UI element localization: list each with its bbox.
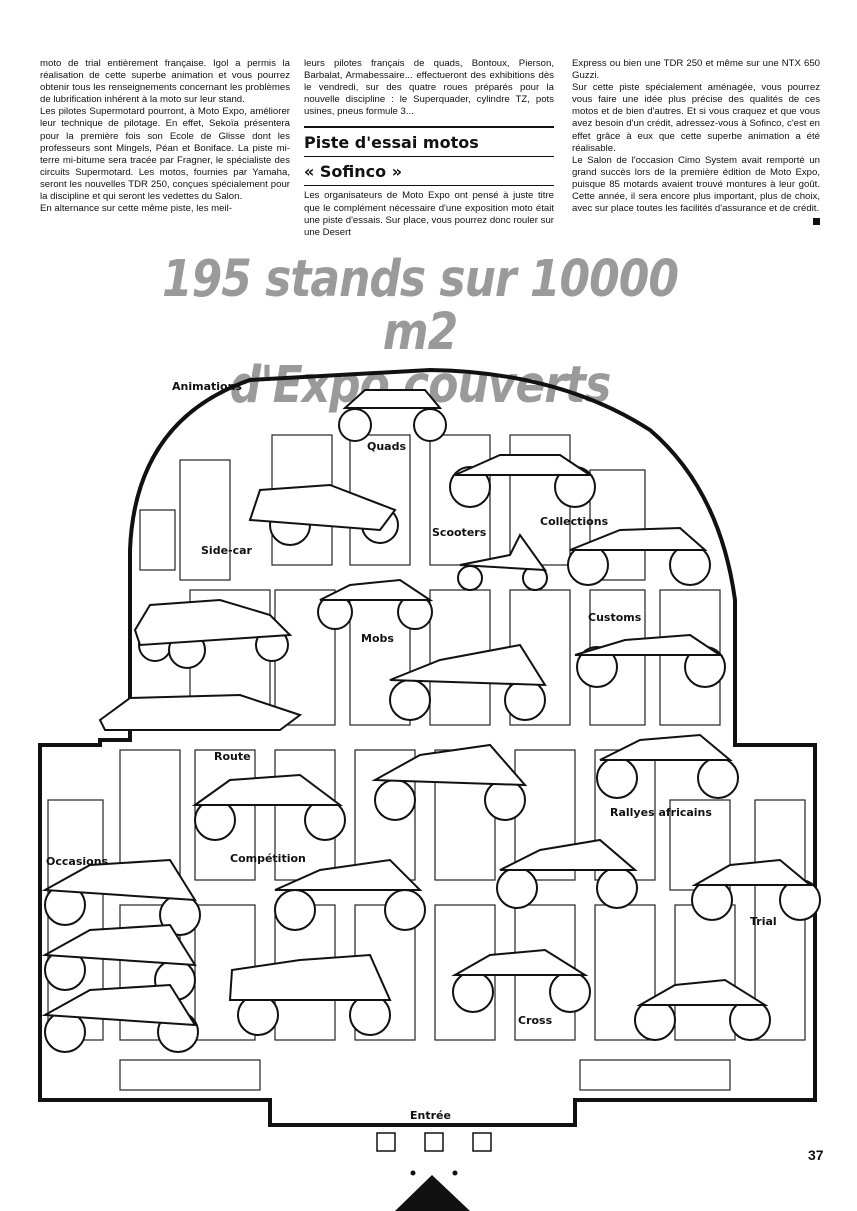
paragraph: En alternance sur cette même piste, les … bbox=[40, 203, 232, 215]
dot bbox=[410, 1170, 416, 1176]
stand bbox=[119, 1059, 261, 1091]
end-square-icon bbox=[813, 218, 820, 226]
motorcycle-icon bbox=[389, 643, 547, 721]
moped-icon bbox=[317, 578, 434, 630]
heading-rule bbox=[304, 156, 554, 158]
text-column-1: moto de trial entièrement française. Igo… bbox=[40, 58, 290, 215]
motorcycle-icon bbox=[567, 526, 711, 586]
cross-motorcycle-icon bbox=[451, 948, 591, 1013]
paragraph: Les organisateurs de Moto Expo ont pensé… bbox=[304, 190, 554, 238]
label-cross: Cross bbox=[518, 1014, 553, 1027]
paragraph: leurs pilotes français de quads, Bontoux… bbox=[304, 58, 554, 118]
entrance-door bbox=[424, 1132, 444, 1152]
label-scooters: Scooters bbox=[432, 526, 487, 539]
road-motorcycle-icon bbox=[191, 773, 346, 841]
label-entree: Entrée bbox=[410, 1109, 451, 1122]
rally-motorcycle-icon bbox=[596, 733, 739, 799]
stand bbox=[579, 1059, 731, 1091]
entrance-door bbox=[376, 1132, 396, 1152]
trial-motorcycle-icon bbox=[691, 858, 821, 921]
label-occasions: Occasions bbox=[46, 855, 109, 868]
competition-motorcycle-icon bbox=[274, 858, 426, 931]
label-trial: Trial bbox=[750, 915, 777, 928]
label-animations: Animations bbox=[172, 380, 242, 393]
headline-line-1: 195 stands sur 10000 m2 bbox=[161, 250, 679, 362]
label-customs: Customs bbox=[588, 611, 642, 624]
entrance-arrow-icon bbox=[395, 1175, 470, 1211]
paragraph: moto de trial entièrement française. Igo… bbox=[40, 58, 290, 106]
section-heading: Piste d'essai motos bbox=[304, 133, 479, 153]
scooter-icon bbox=[457, 533, 548, 591]
motorcycle-icon bbox=[449, 454, 596, 508]
label-mobs: Mobs bbox=[361, 632, 394, 645]
label-competition: Compétition bbox=[230, 852, 306, 865]
paragraph: Les pilotes Supermotard pourront, à Moto… bbox=[40, 106, 290, 203]
stand bbox=[674, 904, 736, 1041]
text-column-2: leurs pilotes français de quads, Bontoux… bbox=[304, 58, 554, 239]
paragraph: Le Salon de l'occasion Cimo System avait… bbox=[572, 154, 820, 226]
occasion-motorcycles-icon bbox=[41, 858, 201, 1053]
motorcycle-illustrations bbox=[41, 389, 821, 1053]
stand bbox=[139, 509, 176, 571]
streamliner-icon bbox=[98, 693, 303, 731]
trial-motorcycle-icon bbox=[634, 978, 771, 1041]
label-route: Route bbox=[214, 750, 251, 763]
paragraph: Express ou bien une TDR 250 et même sur … bbox=[572, 58, 820, 82]
quad-icon bbox=[338, 389, 447, 442]
motorcycle-icon bbox=[496, 838, 638, 909]
section-rule bbox=[304, 126, 554, 129]
page-number: 37 bbox=[808, 1147, 824, 1163]
stand bbox=[589, 469, 646, 581]
sidecar-car-icon bbox=[133, 598, 293, 669]
custom-motorcycle-icon bbox=[574, 633, 726, 688]
sport-motorcycle-icon bbox=[371, 743, 528, 821]
touring-motorcycle-icon bbox=[228, 953, 392, 1036]
label-collections: Collections bbox=[540, 515, 609, 528]
hall-outline bbox=[38, 367, 817, 1127]
stand bbox=[179, 459, 231, 581]
heading-rule bbox=[304, 185, 554, 187]
label-side-car: Side-car bbox=[201, 544, 253, 557]
dot bbox=[452, 1170, 458, 1176]
paragraph-text: Le Salon de l'occasion Cimo System avait… bbox=[572, 154, 820, 215]
label-quads: Quads bbox=[367, 440, 406, 453]
sidecar-icon bbox=[248, 483, 399, 546]
text-column-3: Express ou bien une TDR 250 et même sur … bbox=[572, 58, 820, 226]
section-heading-sub: « Sofinco » bbox=[304, 162, 403, 182]
entrance bbox=[376, 1132, 492, 1152]
label-rallyes-africains: Rallyes africains bbox=[610, 806, 712, 819]
floor-plan: Animations Quads Collections Scooters Si… bbox=[38, 367, 821, 1211]
entrance-door bbox=[472, 1132, 492, 1152]
paragraph: Sur cette piste spécialement aménagée, v… bbox=[572, 82, 820, 154]
